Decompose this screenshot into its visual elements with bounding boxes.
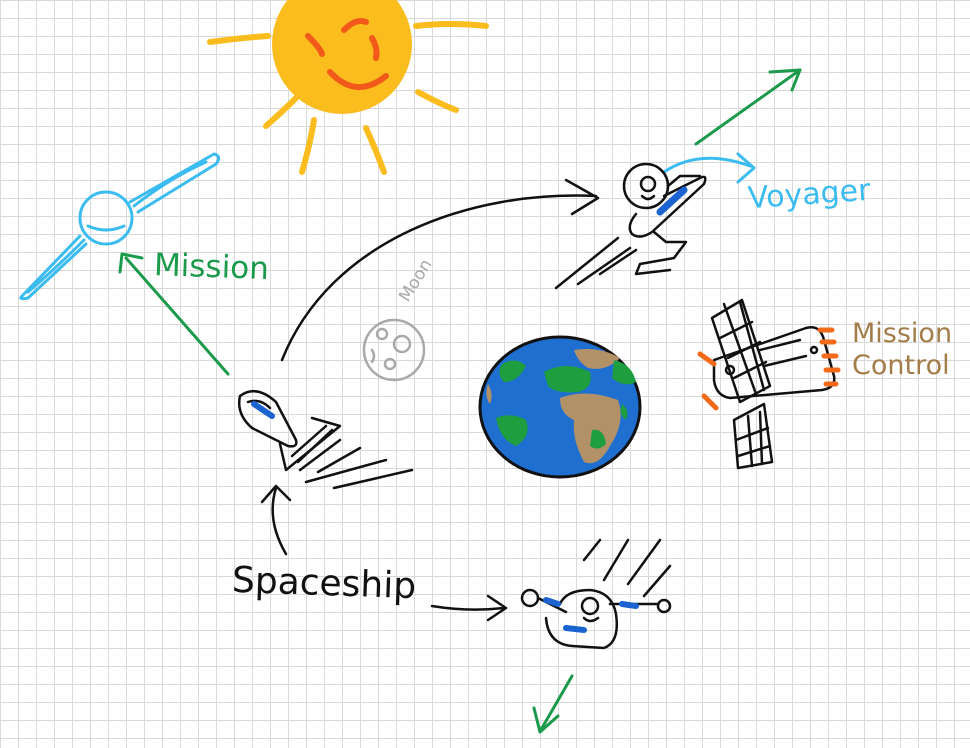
- mission-control-label: Mission Control: [852, 318, 953, 381]
- arrow-icon: [260, 484, 292, 556]
- earth-icon: [478, 335, 642, 479]
- arrow-icon: [118, 252, 230, 376]
- lander-icon: [520, 538, 672, 650]
- arrow-icon: [694, 68, 802, 146]
- arrow-icon: [532, 674, 574, 734]
- rocket-icon: [554, 162, 707, 290]
- voyager-label: Voyager: [746, 172, 872, 217]
- space-station-icon: [697, 298, 841, 470]
- moon-icon: [362, 318, 426, 382]
- arrow-icon: [280, 178, 600, 362]
- mission-label: Mission: [153, 247, 270, 287]
- sun-icon: [207, 0, 489, 175]
- arrow-icon: [662, 152, 756, 184]
- spaceship-icon: [238, 389, 414, 490]
- spaceship-label: Spaceship: [231, 559, 417, 608]
- satellite-icon: [19, 152, 221, 301]
- arrow-icon: [430, 594, 508, 622]
